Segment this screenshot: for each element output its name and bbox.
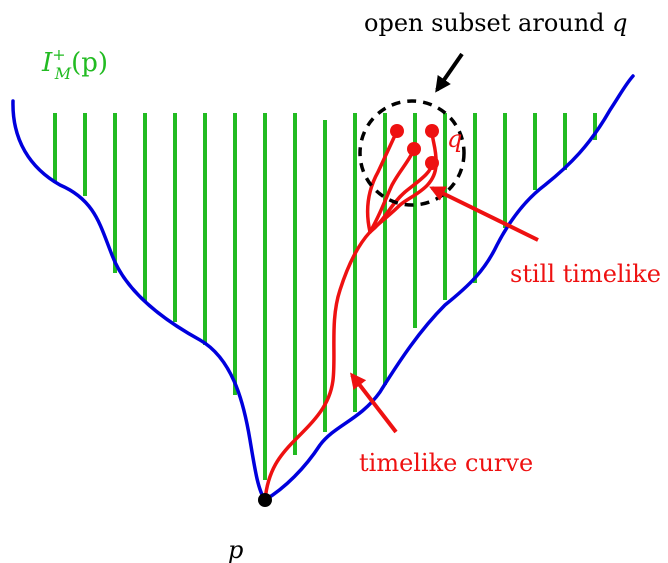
point-p-dot [258, 493, 272, 507]
endpoint-dot [425, 124, 439, 138]
arrow-still-timelike [429, 186, 539, 242]
timelike-curve-branch [368, 129, 438, 234]
timelike-curve-branch [365, 129, 399, 234]
endpoint-dot [407, 142, 421, 156]
region-label: I+M(p) [41, 45, 108, 83]
timelike-curve-label: timelike curve [359, 449, 533, 477]
hatch-lines [53, 113, 597, 480]
timelike-curves [263, 129, 438, 502]
arrow-open-subset [435, 52, 464, 93]
q-label: q [447, 125, 462, 153]
still-timelike-label: still timelike [510, 260, 661, 288]
endpoint-dot [390, 124, 404, 138]
endpoint-dots [390, 124, 439, 170]
open-subset-circle [358, 99, 466, 207]
p-label: p [228, 536, 243, 563]
endpoint-dot [425, 156, 439, 170]
light-cone-boundary [11, 74, 635, 502]
timelike-curve-main [263, 230, 372, 502]
arrow-timelike-curve [350, 372, 398, 434]
timelike-curve-branch [368, 147, 416, 234]
open-subset-label: open subset around q [364, 9, 628, 37]
